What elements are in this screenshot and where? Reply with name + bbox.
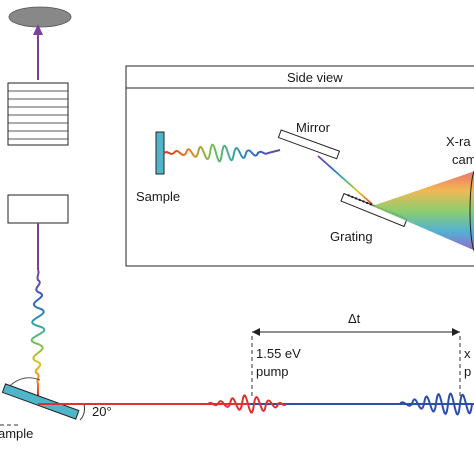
- camera-label-line1: X-ra: [446, 134, 471, 149]
- multilayer-stack: [7, 82, 69, 146]
- detector-ellipse: [8, 6, 72, 28]
- pump-label-line2: pump: [256, 364, 289, 379]
- probe-label-line1: x: [464, 346, 471, 361]
- delay-label: Δt: [348, 311, 361, 326]
- xray-camera: [469, 170, 474, 252]
- inset-grating-label: Grating: [330, 229, 373, 244]
- main-sample: [1, 383, 80, 420]
- camera-label-line2: cam: [452, 152, 474, 167]
- main-sample-label: ample: [0, 426, 33, 441]
- inset-mirror: [277, 129, 341, 160]
- angle-20-arc: [79, 403, 85, 421]
- inset-wavepacket: [163, 143, 281, 163]
- probe-label-line2: p: [464, 364, 471, 379]
- inset-title: Side view: [287, 70, 343, 85]
- inset-beam-to-grating: [317, 155, 373, 205]
- inset-sample-label: Sample: [136, 189, 180, 204]
- delay-arrow-left-head: [252, 328, 260, 336]
- beam-arrowhead: [33, 24, 43, 35]
- probe-pulse: [399, 392, 473, 416]
- inset-sample: [155, 131, 165, 175]
- vertical-wavepacket: [30, 269, 46, 396]
- angle-label: 20°: [92, 404, 112, 419]
- pump-pulse: [207, 394, 287, 414]
- pump-label-line1: 1.55 eV: [256, 346, 301, 361]
- filter-box: [7, 194, 69, 224]
- side-view-inset: Side view Sample Mirror Grating X-ra cam: [125, 65, 474, 267]
- dispersion-fan: [372, 171, 474, 251]
- delay-arrow-right-head: [452, 328, 460, 336]
- inset-mirror-label: Mirror: [296, 120, 331, 135]
